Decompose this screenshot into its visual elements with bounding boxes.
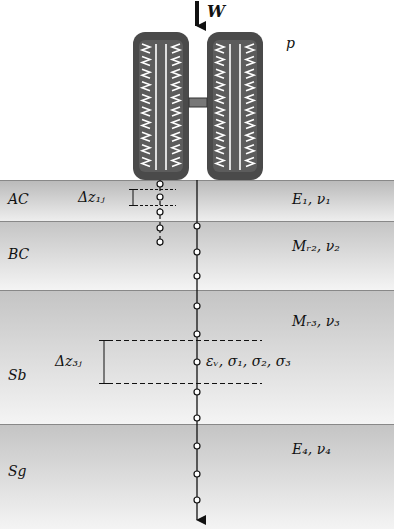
analysis-point (194, 415, 200, 421)
tread-stroke (172, 157, 180, 166)
tread-stroke (246, 157, 254, 166)
pavement-layer: AC E₁, ν₁ (0, 180, 394, 221)
layer-properties: E₄, ν₄ (292, 442, 331, 457)
layer-name: AC (8, 192, 29, 207)
tire-treads (142, 44, 254, 170)
tread-stroke (142, 69, 150, 78)
analysis-point (194, 249, 200, 255)
analysis-point (194, 303, 200, 309)
tread-stroke (216, 44, 224, 53)
tread-stroke (142, 157, 150, 166)
tread-stroke (172, 57, 180, 66)
analysis-point (157, 239, 163, 245)
tread-stroke (216, 57, 224, 66)
tread-stroke (246, 107, 254, 116)
tread-groove (239, 44, 241, 170)
layer-name: BC (8, 247, 29, 262)
tread-stroke (142, 132, 150, 141)
analysis-point (194, 497, 200, 503)
pressure-label: p (286, 36, 295, 51)
tread-stroke (142, 94, 150, 103)
pavement-layer: Sg E₄, ν₄ (0, 424, 394, 529)
analysis-point (194, 223, 200, 229)
right-tread-band (213, 40, 257, 172)
analysis-point (194, 389, 200, 395)
response-label: εᵥ, σ₁, σ₂, σ₃ (206, 354, 291, 369)
tread-groove (165, 44, 167, 170)
tread-stroke (246, 44, 254, 53)
tread-stroke (142, 82, 150, 91)
layer-name: Sg (8, 464, 27, 479)
layer-name: Sb (8, 368, 27, 383)
thickness-increment: Δz₃ⱼ (55, 354, 82, 369)
tread-stroke (246, 145, 254, 154)
tread-stroke (142, 44, 150, 53)
tread-stroke (142, 57, 150, 66)
tread-stroke (246, 69, 254, 78)
center-axis (196, 180, 197, 520)
analysis-point (157, 225, 163, 231)
tread-stroke (172, 94, 180, 103)
tread-stroke (246, 132, 254, 141)
dz1-bracket (129, 189, 176, 206)
tread-stroke (216, 69, 224, 78)
tread-stroke (216, 120, 224, 129)
analysis-point (194, 471, 200, 477)
tread-stroke (216, 94, 224, 103)
axle (189, 98, 207, 107)
analysis-point (194, 273, 200, 279)
tread-stroke (172, 145, 180, 154)
tread-stroke (246, 94, 254, 103)
tread-stroke (216, 132, 224, 141)
load-label: W (207, 3, 225, 21)
tread-stroke (172, 44, 180, 53)
layer-properties: Mᵣ₂, ν₂ (292, 239, 340, 254)
tread-stroke (142, 107, 150, 116)
tread-stroke (142, 145, 150, 154)
tread-groove (155, 44, 157, 170)
tread-stroke (172, 69, 180, 78)
analysis-points (157, 181, 200, 503)
analysis-point (157, 181, 163, 187)
thickness-increment: Δz₁ⱼ (78, 190, 105, 205)
tread-stroke (172, 82, 180, 91)
tread-stroke (216, 107, 224, 116)
tread-groove (229, 44, 231, 170)
tread-stroke (216, 157, 224, 166)
analysis-point (194, 443, 200, 449)
tread-stroke (246, 82, 254, 91)
analysis-point (194, 331, 200, 337)
analysis-point (157, 194, 163, 200)
tread-stroke (172, 107, 180, 116)
left-tread-band (139, 40, 183, 172)
layer-properties: E₁, ν₁ (292, 192, 331, 207)
layer-properties: Mᵣ₃, ν₃ (292, 314, 340, 329)
tread-stroke (216, 82, 224, 91)
analysis-point (194, 359, 200, 365)
tread-stroke (246, 120, 254, 129)
tread-stroke (246, 57, 254, 66)
tread-stroke (172, 132, 180, 141)
tread-stroke (142, 120, 150, 129)
left-tire (133, 32, 189, 180)
tread-stroke (172, 120, 180, 129)
tread-stroke (216, 145, 224, 154)
analysis-point (157, 209, 163, 215)
pavement-layer: BC Mᵣ₂, ν₂ (0, 221, 394, 290)
right-tire (207, 32, 263, 180)
load-arrow (195, 1, 199, 26)
